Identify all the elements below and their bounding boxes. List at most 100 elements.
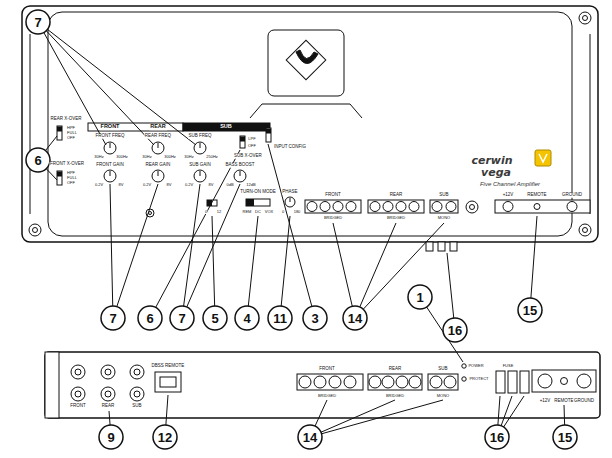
logo-badge xyxy=(535,150,551,166)
fuse xyxy=(496,371,529,393)
callout-circle xyxy=(443,318,467,342)
amplifier-top-view xyxy=(590,34,591,214)
rotary-knob xyxy=(152,170,164,182)
callout-circle xyxy=(298,425,322,449)
panel-label: 300Hz xyxy=(164,155,177,159)
logo-badge xyxy=(535,150,551,166)
callout-number: 12 xyxy=(158,431,172,444)
speaker-terminal-block xyxy=(346,202,356,212)
panel-label: 30Hz xyxy=(184,155,194,159)
callout-number: 11 xyxy=(273,312,287,325)
logo-plate xyxy=(250,104,362,118)
panel-label: REAR xyxy=(388,367,402,372)
callout-circle xyxy=(153,425,177,449)
rca-jack xyxy=(101,365,115,379)
speaker-terminal-block xyxy=(444,376,456,388)
panel-label: SUB GAIN xyxy=(189,163,212,168)
speaker-terminal-block xyxy=(383,202,393,212)
section-header-band xyxy=(88,123,270,131)
rca-jack xyxy=(75,369,81,375)
panel-label: PROTECT xyxy=(469,377,489,381)
panel-label: BRIDGED xyxy=(317,394,336,398)
panel-label: 30Hz xyxy=(94,155,104,159)
power-terminal-block xyxy=(495,200,590,213)
slide-switch xyxy=(58,172,62,176)
panel-label: OFF xyxy=(67,136,76,140)
panel-label: FULL xyxy=(67,176,78,180)
amplifier-end-view xyxy=(45,352,600,418)
panel-label: LPF xyxy=(248,137,256,141)
speaker-terminal-block xyxy=(396,376,408,388)
panel-label: FRONT xyxy=(70,404,87,409)
callout-circle xyxy=(303,306,327,330)
speaker-terminal-block xyxy=(368,374,422,390)
rotary-knob xyxy=(104,142,295,207)
leader-line xyxy=(268,144,315,318)
panel-label: OFF xyxy=(67,181,76,185)
status-led xyxy=(462,377,466,381)
panel-label: 0.2V xyxy=(184,183,193,187)
leader-line xyxy=(310,400,443,437)
panel-label: FRONT xyxy=(325,193,342,198)
panel-label: BRIDGED xyxy=(385,394,404,398)
amplifier-top-view xyxy=(22,6,598,251)
callout-number: 15 xyxy=(558,431,572,444)
leader-line xyxy=(182,184,240,318)
panel-label: SUB xyxy=(438,367,448,372)
callout-number: 14 xyxy=(303,431,317,444)
rca-jack xyxy=(101,387,115,401)
screw xyxy=(583,16,588,21)
slide-switch xyxy=(246,199,270,206)
rca-jack xyxy=(105,391,111,397)
callout-number: 16 xyxy=(448,324,462,337)
callout-number: 9 xyxy=(107,431,114,444)
speaker-terminal-block xyxy=(307,202,317,212)
panel-label: FRONT xyxy=(319,367,336,372)
power-terminal-block xyxy=(538,374,552,388)
slide-switch xyxy=(57,171,62,185)
panel-label: REAR GAIN xyxy=(145,163,171,168)
slide-switch xyxy=(267,129,271,133)
rca-jack xyxy=(134,391,140,397)
power-terminal-block xyxy=(577,374,591,388)
fuse-tab xyxy=(426,242,457,251)
speaker-terminal-block xyxy=(333,202,343,212)
section-header: FRONT xyxy=(100,124,121,130)
amplifier-top-view xyxy=(30,34,31,214)
status-led xyxy=(462,364,466,368)
callout-circle xyxy=(235,306,259,330)
slide-switch xyxy=(58,127,62,131)
logo-plate xyxy=(268,30,344,96)
callout-circle xyxy=(138,306,162,330)
rotary-knob xyxy=(194,142,206,154)
rotary-knob xyxy=(158,171,159,176)
slide-switch xyxy=(247,200,254,206)
brand-text: Five Channel Amplifier xyxy=(480,181,540,187)
panel-label: BRIDGED xyxy=(386,216,405,220)
callout-number: 15 xyxy=(523,304,537,317)
panel-label: 0.2V xyxy=(94,183,103,187)
panel-label: 0 xyxy=(281,210,284,214)
callout-number: 6 xyxy=(146,312,153,325)
callout-circle xyxy=(268,306,292,330)
rca-jack xyxy=(130,365,144,379)
power-terminal-block xyxy=(503,202,513,212)
speaker-terminal-block xyxy=(446,202,456,212)
speaker-terminal-block xyxy=(409,376,421,388)
speaker-terminal-block xyxy=(430,376,442,388)
slide-switch xyxy=(241,137,245,141)
speaker-terminal-block xyxy=(314,376,326,388)
speaker-terminal-block xyxy=(428,374,458,390)
panel-label: REAR xyxy=(101,404,115,409)
screw xyxy=(29,12,591,236)
panel-label: GROUND xyxy=(562,193,583,198)
panel-label: 0 xyxy=(204,210,207,214)
brand-text: cerwin xyxy=(471,155,512,166)
callout-number: 1 xyxy=(416,291,423,304)
panel-label: 0.2V xyxy=(142,183,151,187)
rotary-knob xyxy=(152,142,164,154)
rca-jack xyxy=(71,365,144,401)
panel-label: REAR X-OVER xyxy=(50,117,82,122)
panel-label: REAR FREQ xyxy=(144,134,171,139)
